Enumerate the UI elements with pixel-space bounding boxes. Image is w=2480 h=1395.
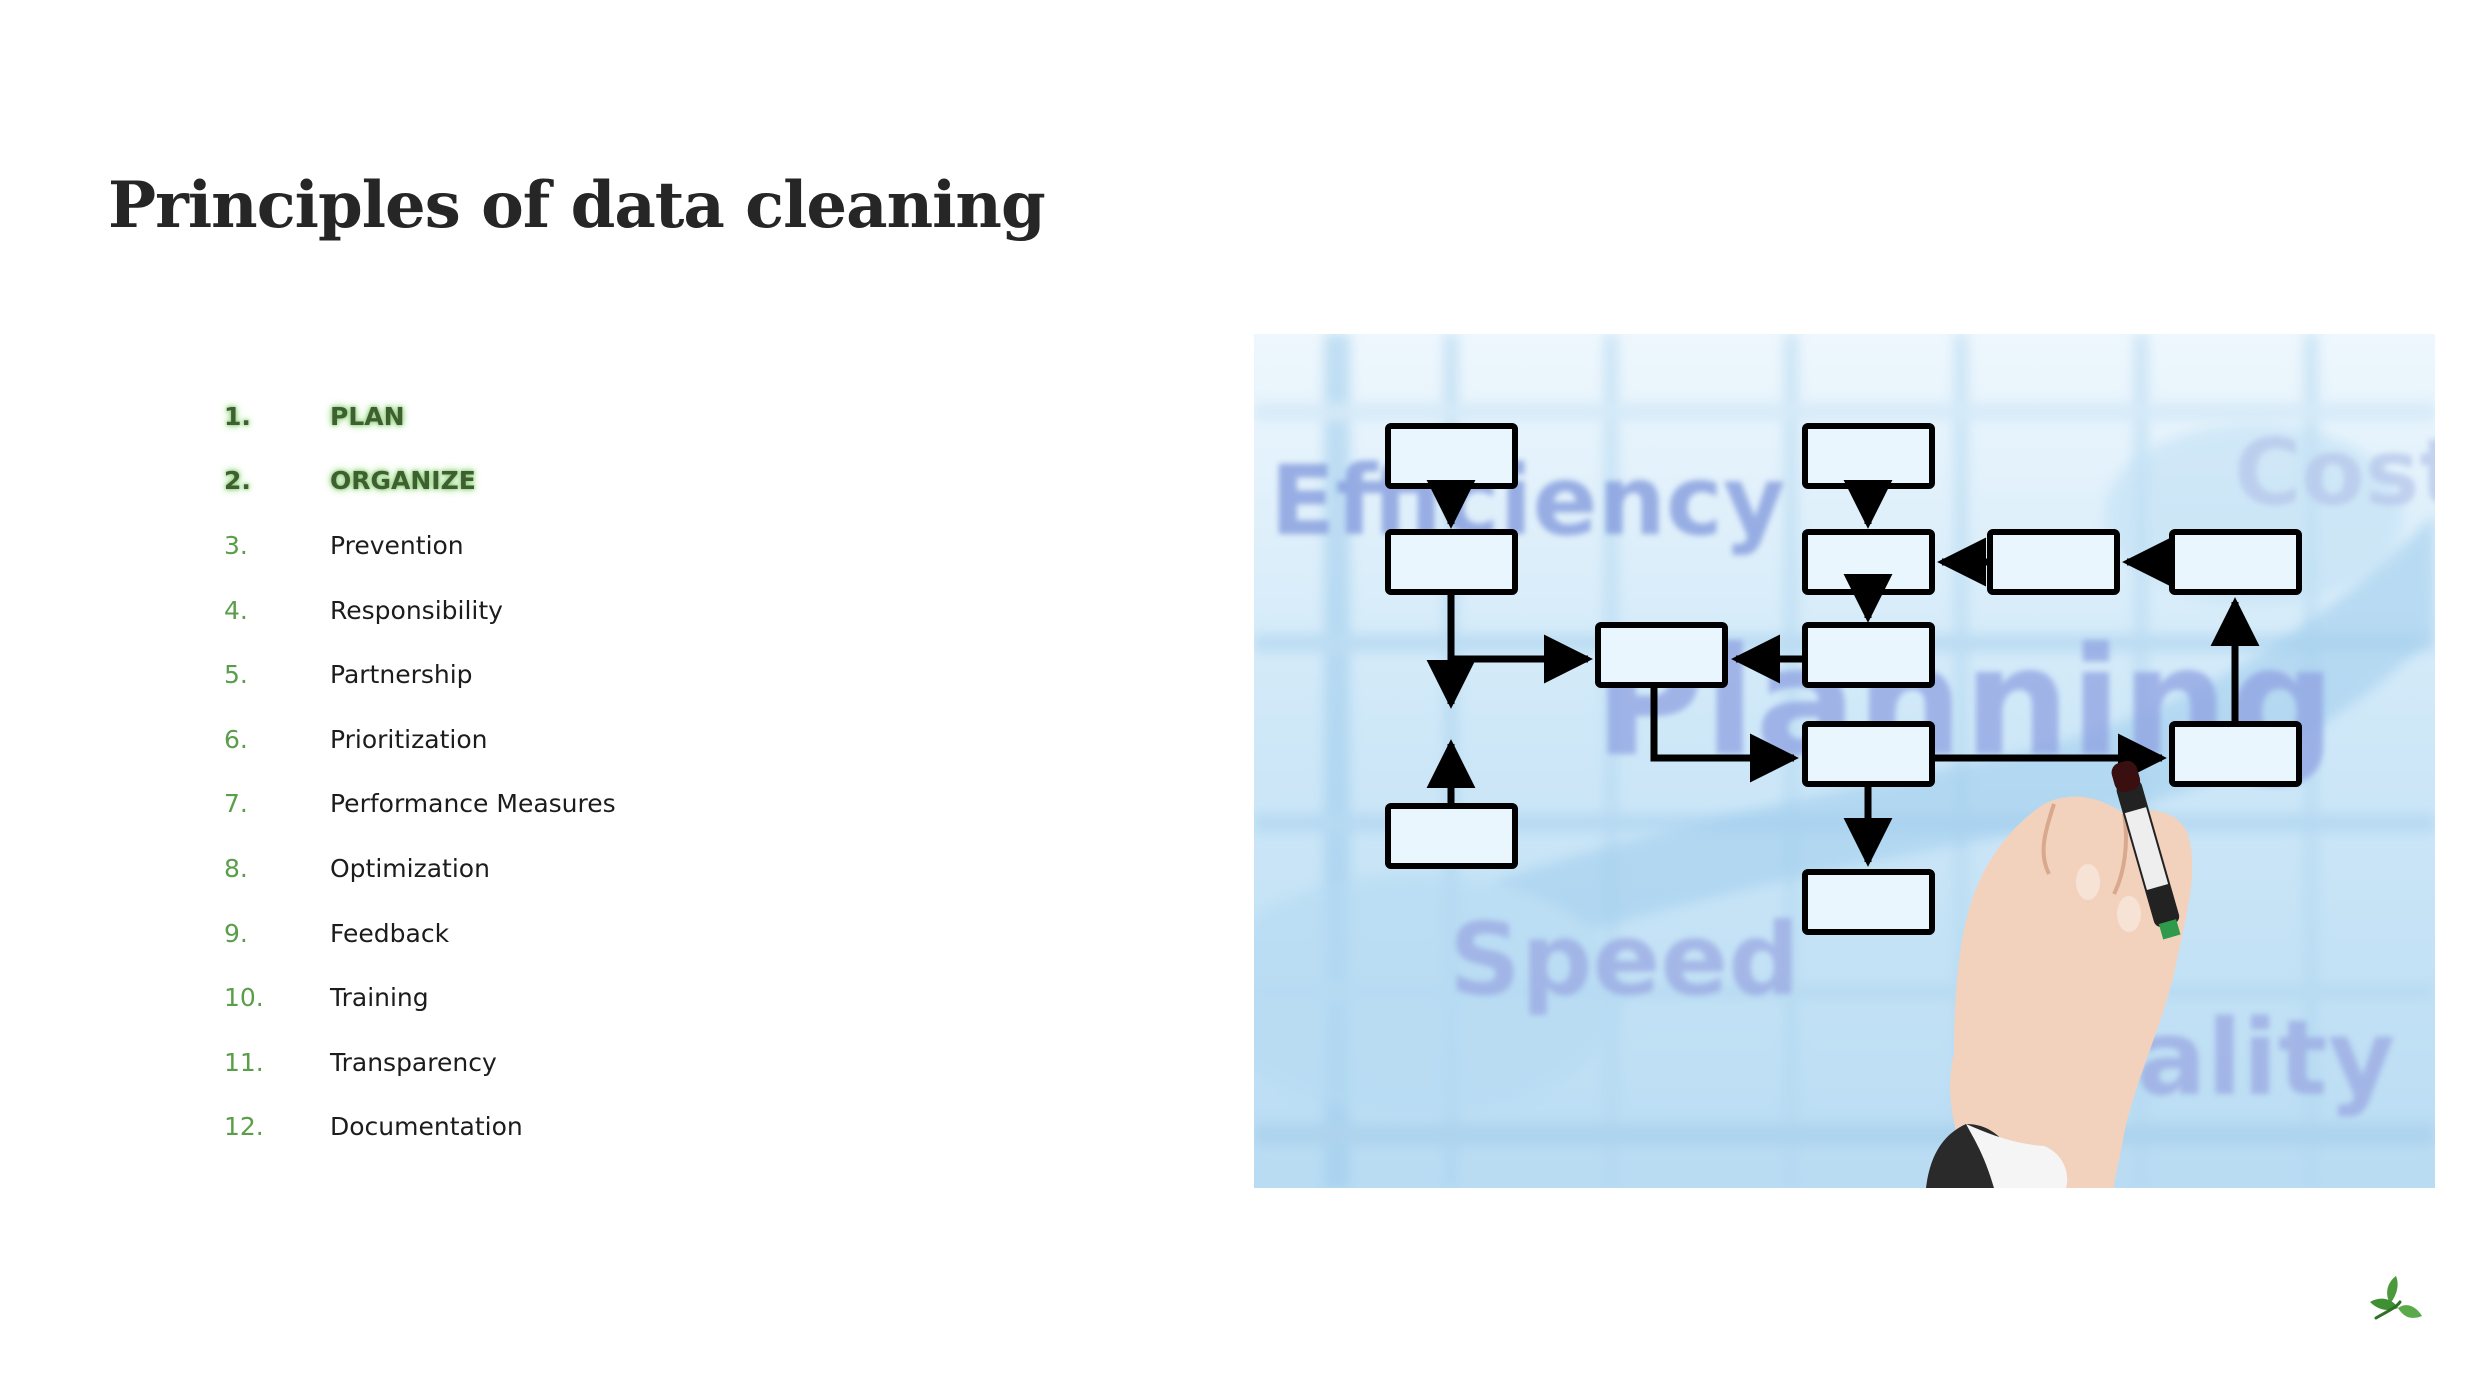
- list-item-number: 6.: [224, 724, 248, 754]
- word-cost: Cost: [2234, 419, 2435, 526]
- list-item-label: Feedback: [330, 918, 450, 948]
- list-item-number: 8.: [224, 853, 248, 883]
- list-item: 3. Prevention: [224, 513, 616, 578]
- flowchart-connectors: [1426, 479, 2260, 867]
- list-item: 6. Prioritization: [224, 707, 616, 772]
- flowchart-boxes: [1385, 423, 2302, 935]
- list-item-label: Performance Measures: [330, 789, 616, 819]
- list-item: 11. Transparency: [224, 1030, 616, 1095]
- list-item-label: Prioritization: [330, 724, 488, 754]
- list-item: 1. PLAN: [224, 384, 616, 449]
- list-item: 12. Documentation: [224, 1095, 616, 1160]
- list-item: 8. Optimization: [224, 836, 616, 901]
- flowchart-illustration: Efficiency Cost Planning Speed Quality: [1254, 334, 2435, 1188]
- leaf-icon: [2366, 1272, 2426, 1326]
- list-item-number: 5.: [224, 660, 248, 690]
- list-item-number: 4.: [224, 595, 248, 625]
- list-item-label: Training: [330, 983, 429, 1013]
- list-item-label: ORGANIZE: [330, 466, 476, 496]
- list-item-label: Transparency: [330, 1047, 497, 1077]
- word-efficiency: Efficiency: [1270, 445, 1785, 557]
- list-item-label: Documentation: [330, 1112, 523, 1142]
- list-item-label: Partnership: [330, 660, 473, 690]
- list-item-label: Responsibility: [330, 595, 503, 625]
- list-item-number: 7.: [224, 789, 248, 819]
- list-item: 4. Responsibility: [224, 578, 616, 643]
- list-item-label: Optimization: [330, 853, 490, 883]
- list-item: 7. Performance Measures: [224, 772, 616, 837]
- list-item-label: Prevention: [330, 530, 464, 560]
- list-item-label: PLAN: [330, 401, 405, 431]
- word-speed: Speed: [1449, 901, 1800, 1018]
- list-item-number: 12.: [224, 1112, 264, 1142]
- hand-with-marker: [1926, 760, 2193, 1188]
- list-item: 2. ORGANIZE: [224, 449, 616, 514]
- list-item-number: 11.: [224, 1047, 264, 1077]
- list-item: 9. Feedback: [224, 901, 616, 966]
- list-item-number: 1.: [224, 401, 251, 431]
- list-item-number: 2.: [224, 466, 251, 496]
- list-item: 10. Training: [224, 965, 616, 1030]
- flowchart-image: Efficiency Cost Planning Speed Quality: [1254, 334, 2435, 1188]
- principles-list: 1. PLAN 2. ORGANIZE 3. Prevention 4. Res…: [224, 384, 616, 1159]
- page-title: Principles of data cleaning: [108, 168, 1046, 243]
- list-item-number: 9.: [224, 918, 248, 948]
- list-item: 5. Partnership: [224, 642, 616, 707]
- list-item-number: 10.: [224, 983, 264, 1013]
- list-item-number: 3.: [224, 530, 248, 560]
